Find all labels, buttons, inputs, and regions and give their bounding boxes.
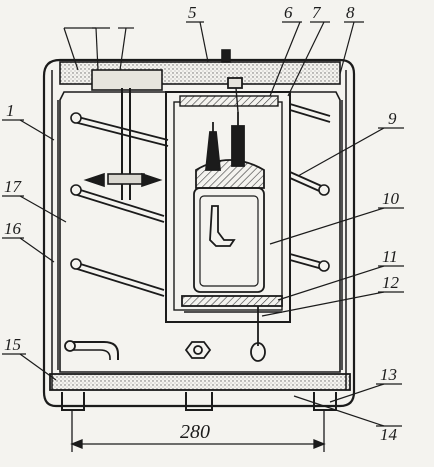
callout-label-12: 12	[382, 273, 400, 292]
dimension-label: 280	[180, 421, 210, 443]
sample-holder	[209, 205, 236, 247]
side-wall-left	[51, 70, 59, 390]
electrode-left	[205, 131, 221, 171]
callout-label-15: 15	[4, 335, 21, 354]
vessel-assembly	[193, 77, 265, 293]
bottom-plate	[49, 373, 351, 391]
base-foot-center	[185, 392, 213, 411]
terminal	[227, 77, 243, 89]
callout-label-11: 11	[382, 247, 398, 266]
callout-label-1: 1	[6, 101, 15, 120]
stirrer-blade-right	[141, 172, 163, 188]
housing-inner-wall	[59, 91, 341, 373]
side-wall-right	[341, 70, 347, 390]
callout-label-10: 10	[382, 189, 400, 208]
support-plate	[181, 295, 283, 307]
base-foot-left	[61, 392, 85, 411]
shaft-coupling	[107, 173, 145, 185]
electrode-right	[231, 125, 245, 167]
chamber	[165, 91, 291, 323]
chamber-outer-box	[165, 91, 291, 323]
chamber-base	[181, 295, 283, 362]
callout-label-8: 8	[346, 3, 355, 22]
drain-valve	[250, 342, 266, 362]
leader-lines	[2, 21, 404, 427]
callout-label-14: 14	[380, 425, 398, 444]
housing-outer-wall	[42, 58, 356, 408]
callout-label-6: 6	[284, 3, 293, 22]
stirrer-blade-left	[83, 172, 105, 188]
hex-nut	[184, 341, 212, 359]
callout-labels: 1 5 6 7 8 9 10 11 12 13 14 15 16 17 280	[4, 3, 400, 444]
top-mechanism	[83, 49, 231, 200]
callout-label-9: 9	[388, 109, 397, 128]
callout-label-16: 16	[4, 219, 22, 238]
inlet-fitting	[64, 340, 76, 352]
bottom-fittings	[64, 340, 212, 360]
drive-housing	[91, 69, 163, 91]
vessel-liquid	[199, 195, 259, 287]
chamber-inner-box	[173, 101, 283, 311]
callout-label-5: 5	[188, 3, 197, 22]
callout-label-7: 7	[312, 3, 322, 22]
callout-label-17: 17	[4, 177, 23, 196]
chamber-lid	[179, 95, 279, 107]
drive-rods	[73, 103, 331, 297]
callout-label-13: 13	[380, 365, 397, 384]
base-foot-right	[313, 392, 337, 411]
vessel-body	[193, 187, 265, 293]
inlet-pipe	[70, 341, 119, 360]
dimension-line	[70, 410, 326, 452]
top-knob	[221, 49, 231, 63]
pivot-joints	[70, 112, 330, 272]
